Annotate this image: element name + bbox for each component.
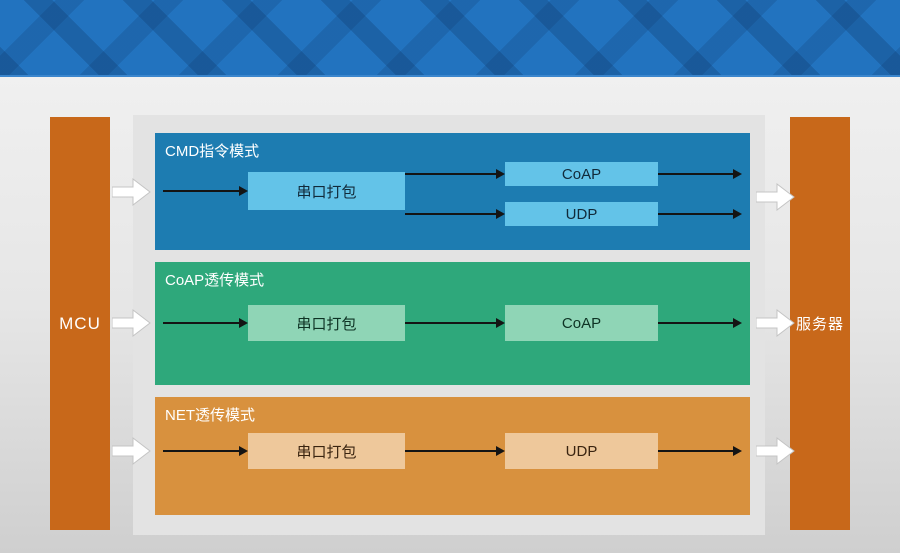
- mode-title-coap: CoAP透传模式: [165, 272, 265, 289]
- packing-label: 串口打包: [296, 315, 357, 333]
- arrow-line: [405, 446, 505, 456]
- mcu-block: MCU: [50, 117, 110, 530]
- block-arrow-left-cmd: [112, 178, 152, 206]
- block-arrow-right-cmd: [756, 183, 796, 211]
- arrow-line: [658, 446, 742, 456]
- arrow-line: [405, 318, 505, 328]
- mode-title-cmd: CMD指令模式: [165, 143, 260, 160]
- block-arrow-right-coap: [756, 309, 796, 337]
- arrow-line: [405, 169, 505, 179]
- protocol-box-coap: CoAP: [505, 162, 658, 186]
- mcu-label: MCU: [59, 313, 101, 333]
- arrow-line: [163, 318, 248, 328]
- protocol-label: UDP: [565, 442, 598, 460]
- arrow-line: [658, 209, 742, 219]
- server-label: 服务器: [795, 316, 844, 333]
- arrow-line: [163, 186, 248, 196]
- mode-box-net: NET透传模式 串口打包 UDP: [155, 397, 750, 515]
- block-arrow-left-net: [112, 437, 152, 465]
- packing-box-net: 串口打包: [248, 433, 405, 469]
- packing-box-coap: 串口打包: [248, 305, 405, 341]
- mode-box-coap: CoAP透传模式 串口打包 CoAP: [155, 262, 750, 385]
- protocol-box-udp: UDP: [505, 202, 658, 226]
- arrow-line: [658, 318, 742, 328]
- packing-label: 串口打包: [296, 443, 357, 461]
- block-arrow-right-net: [756, 437, 796, 465]
- packing-box-cmd: 串口打包: [248, 172, 405, 210]
- arrow-line: [405, 209, 505, 219]
- top-banner: [0, 0, 900, 77]
- arrow-line: [658, 169, 742, 179]
- server-block: 服务器: [790, 117, 850, 530]
- arrow-line: [163, 446, 248, 456]
- modes-panel: CMD指令模式 串口打包 CoAP UDP CoAP透传模式 串口打包 CoAP: [133, 115, 765, 535]
- protocol-label: CoAP: [561, 165, 602, 183]
- block-arrow-left-coap: [112, 309, 152, 337]
- protocol-box-udp: UDP: [505, 433, 658, 469]
- protocol-label: UDP: [565, 205, 598, 223]
- packing-label: 串口打包: [296, 183, 357, 201]
- mode-box-cmd: CMD指令模式 串口打包 CoAP UDP: [155, 133, 750, 250]
- protocol-label: CoAP: [561, 314, 602, 332]
- mode-title-net: NET透传模式: [165, 407, 256, 424]
- protocol-box-coap: CoAP: [505, 305, 658, 341]
